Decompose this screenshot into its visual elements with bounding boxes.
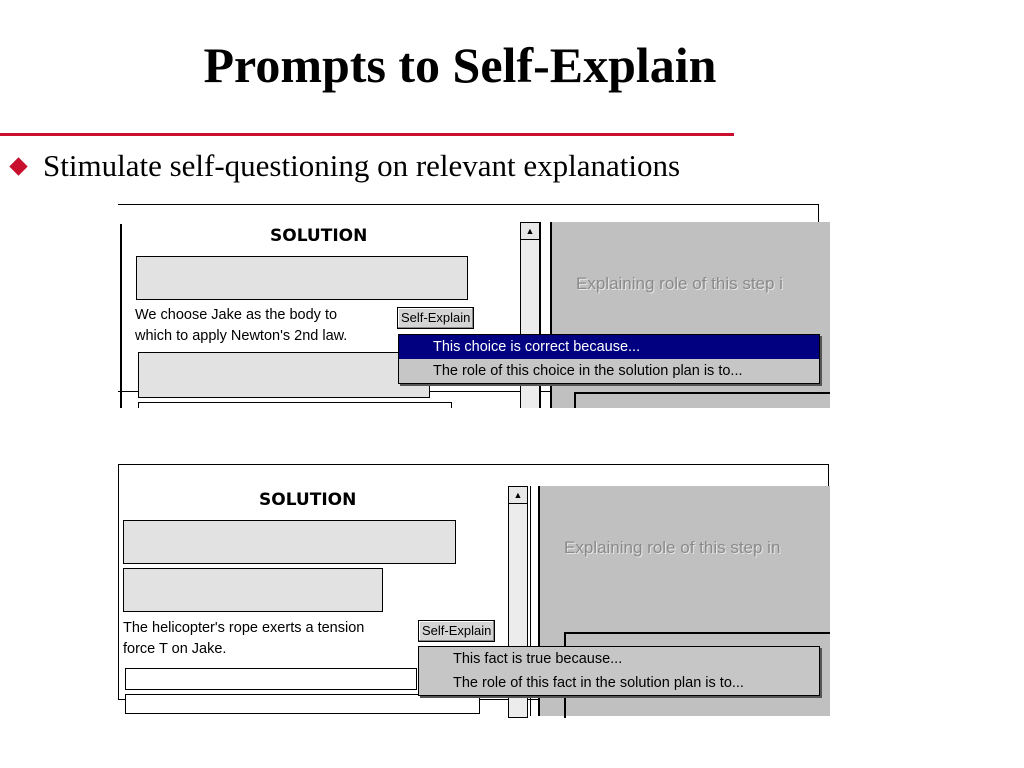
menu-item-fact-role[interactable]: The role of this fact in the solution pl… — [453, 675, 744, 691]
solution-step-box[interactable] — [125, 668, 417, 690]
bullet-point: Stimulate self-questioning on relevant e… — [9, 148, 681, 184]
pane-divider — [530, 486, 531, 716]
diamond-bullet-icon — [9, 156, 28, 176]
explanation-pane-text: Explaining role of this step in — [564, 538, 781, 557]
solution-step-text: We choose Jake as the body to which to a… — [135, 307, 348, 344]
solution-step-box[interactable] — [123, 520, 456, 564]
solution-step-box[interactable] — [123, 568, 383, 612]
bullet-text: Stimulate self-questioning on relevant e… — [43, 148, 681, 183]
self-explain-menu: This choice is correct because... The ro… — [398, 334, 820, 384]
screenshot-1: SOLUTION We choose Jake as the body to w… — [118, 204, 830, 408]
solution-step-box[interactable] — [125, 694, 480, 714]
window-left-border — [120, 224, 122, 408]
solution-step-box[interactable] — [138, 352, 430, 398]
explanation-pane-text: Explaining role of this step i — [576, 274, 783, 293]
pane-divider — [540, 222, 541, 408]
scroll-up-arrow-icon[interactable]: ▲ — [509, 487, 527, 504]
self-explain-button[interactable]: Self-Explain — [418, 620, 496, 642]
title-divider — [0, 133, 734, 136]
screenshot-2: SOLUTION The helicopter's rope exerts a … — [118, 464, 830, 718]
solution-title: SOLUTION — [259, 490, 357, 510]
scroll-up-arrow-icon[interactable]: ▲ — [521, 223, 539, 240]
explanation-input-area[interactable] — [574, 392, 830, 408]
slide-title: Prompts to Self-Explain — [203, 37, 717, 93]
self-explain-button[interactable]: Self-Explain — [397, 307, 475, 329]
solution-step-text: The helicopter's rope exerts a tension f… — [123, 620, 365, 657]
menu-item-choice-role[interactable]: The role of this choice in the solution … — [433, 363, 743, 379]
self-explain-menu: This fact is true because... The role of… — [418, 646, 820, 696]
solution-step-box[interactable] — [136, 256, 468, 300]
menu-item-fact-true[interactable]: This fact is true because... — [453, 651, 623, 667]
menu-item-choice-correct[interactable]: This choice is correct because... — [399, 335, 819, 359]
solution-step-box[interactable] — [138, 402, 452, 408]
solution-title: SOLUTION — [270, 226, 368, 246]
